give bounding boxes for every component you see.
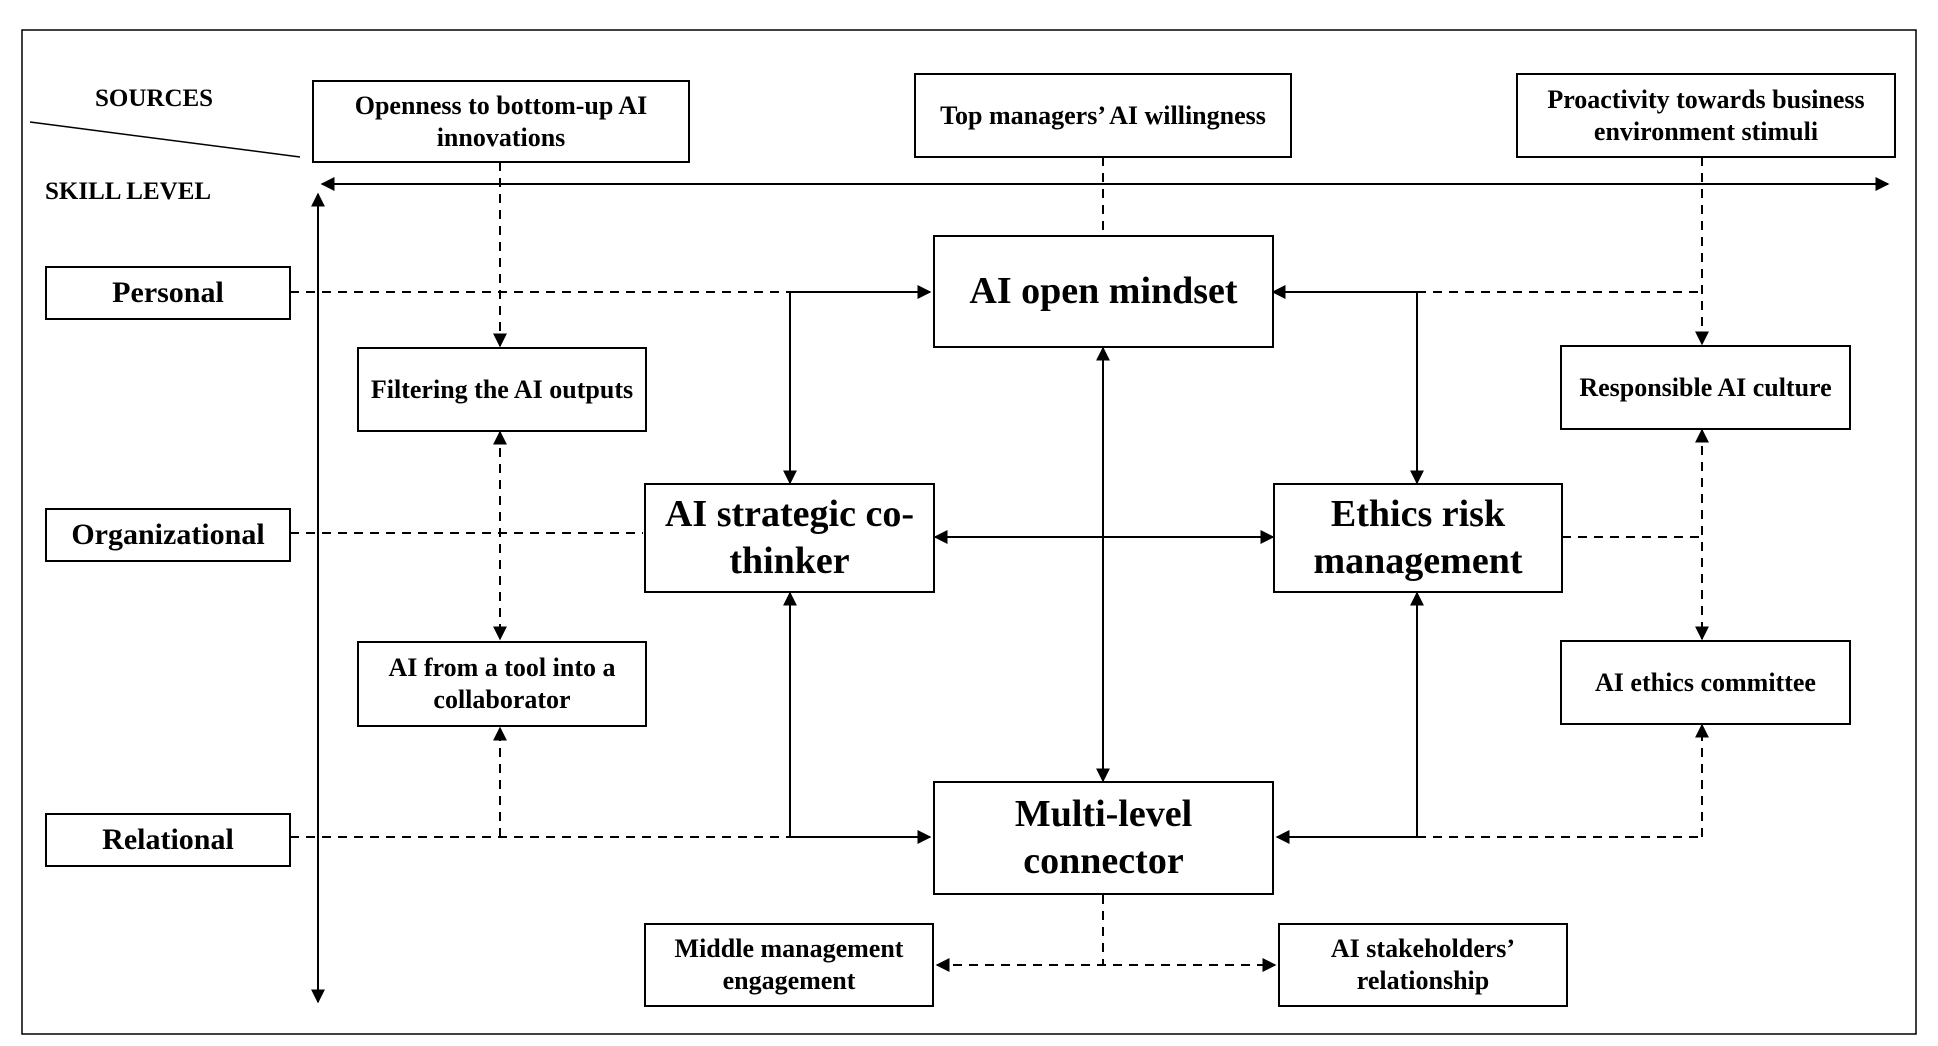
ai-stakeholders-relationship-text: AI stakeholders’ relationship: [1330, 934, 1516, 995]
level-personal-text: Personal: [112, 275, 224, 309]
source-proactivity: Proactivity towards business environment…: [1516, 73, 1896, 158]
responsible-ai-culture: Responsible AI culture: [1560, 345, 1851, 430]
sources-label: SOURCES: [95, 85, 214, 112]
ai-ethics-committee-text: AI ethics committee: [1595, 667, 1816, 697]
source-top-managers: Top managers’ AI willingness: [914, 73, 1292, 158]
level-personal: Personal: [45, 266, 291, 320]
skill-level-label: SKILL LEVEL: [45, 178, 212, 205]
level-organizational-text: Organizational: [71, 517, 265, 551]
ai-tool-to-collaborator-text: AI from a tool into a collaborator: [388, 653, 616, 714]
multi-level-connector-text: Multi-level connector: [1014, 792, 1193, 883]
filtering-ai-outputs-text: Filtering the AI outputs: [370, 374, 634, 404]
ai-ethics-committee: AI ethics committee: [1560, 640, 1851, 725]
ai-strategic-co-thinker-text: AI strategic co-thinker: [664, 492, 914, 583]
ethics-risk-management: Ethics risk management: [1273, 483, 1563, 593]
corner-diagonal: [29, 121, 301, 158]
middle-management-engagement: Middle management engagement: [644, 923, 934, 1007]
filtering-ai-outputs: Filtering the AI outputs: [357, 347, 647, 432]
level-organizational: Organizational: [45, 508, 291, 562]
ai-tool-to-collaborator: AI from a tool into a collaborator: [357, 641, 647, 727]
source-openness-text: Openness to bottom-up AI innovations: [354, 90, 648, 152]
middle-management-engagement-text: Middle management engagement: [674, 934, 904, 995]
source-proactivity-text: Proactivity towards business environment…: [1547, 84, 1865, 146]
ai-open-mindset-text: AI open mindset: [969, 269, 1238, 312]
source-openness: Openness to bottom-up AI innovations: [312, 80, 690, 163]
level-relational: Relational: [45, 813, 291, 867]
responsible-ai-culture-text: Responsible AI culture: [1579, 372, 1832, 402]
level-relational-text: Relational: [102, 822, 234, 856]
source-top-managers-text: Top managers’ AI willingness: [940, 100, 1266, 130]
outer-frame: [21, 29, 1917, 1035]
multi-level-connector: Multi-level connector: [933, 781, 1274, 895]
ai-stakeholders-relationship: AI stakeholders’ relationship: [1278, 923, 1568, 1007]
ai-strategic-co-thinker: AI strategic co-thinker: [644, 483, 935, 593]
ethics-risk-management-text: Ethics risk management: [1313, 492, 1523, 583]
ai-open-mindset: AI open mindset: [933, 235, 1274, 348]
